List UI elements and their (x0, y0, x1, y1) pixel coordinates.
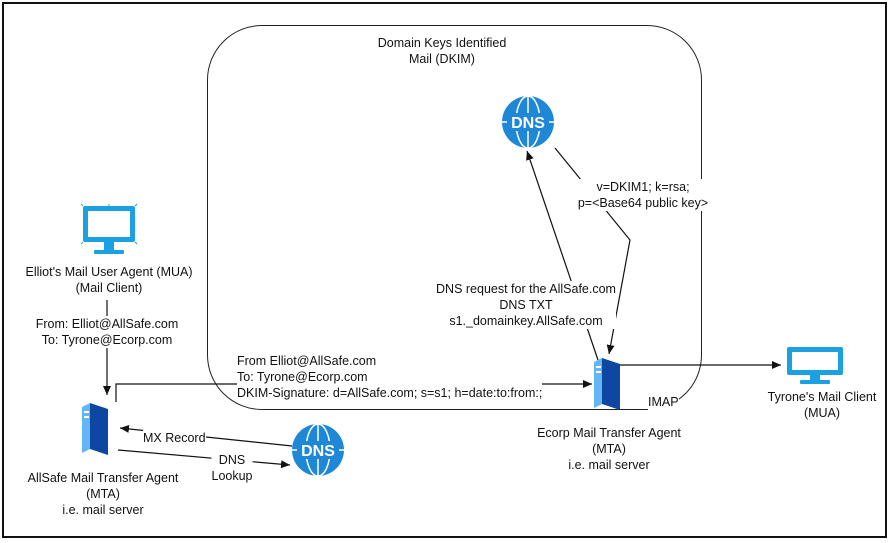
dkim-dns-globe-text: DNS (511, 115, 545, 132)
diagram-border (2, 2, 887, 538)
arrow-dns-lookup (117, 449, 291, 469)
tyrone-client-label: Tyrone's Mail Client (MUA) (767, 389, 877, 421)
ecorp-server-icon (594, 358, 620, 410)
dns-globe-icon: DNS (292, 423, 344, 477)
dns-globe-text: DNS (301, 443, 335, 460)
elliot-client-label: Elliot's Mail User Agent (MUA) (Mail Cli… (25, 264, 193, 296)
arrow-ecorp-to-tyrone (614, 361, 781, 375)
allsafe-mta-label: AllSafe Mail Transfer Agent (MTA) i.e. m… (27, 470, 179, 518)
server-icon (82, 403, 108, 455)
monitor-icon (80, 203, 138, 254)
imap-label: IMAP (648, 394, 679, 410)
dns-response-label: v=DKIM1; k=rsa; p=<Base64 public key> (577, 179, 709, 211)
dns-request-label: DNS request for the AllSafe.com DNS TXT … (436, 281, 616, 329)
mx-record-label: MX Record (143, 430, 206, 446)
arrow-dns-response (554, 147, 631, 355)
tyrone-monitor-icon (787, 347, 843, 384)
dns-lookup-label: DNS Lookup (211, 452, 253, 484)
ecorp-mta-label: Ecorp Mail Transfer Agent (MTA) i.e. mai… (537, 425, 681, 473)
dkim-dns-globe-icon: DNS (502, 95, 554, 149)
dkim-title: Domain Keys Identified Mail (DKIM) (377, 35, 507, 67)
dkim-boundary (207, 25, 702, 410)
signed-message-label: From Elliot@AllSafe.com To: Tyrone@Ecorp… (237, 353, 543, 401)
elliot-envelope-label: From: Elliot@AllSafe.com To: Tyrone@Ecor… (35, 316, 179, 348)
